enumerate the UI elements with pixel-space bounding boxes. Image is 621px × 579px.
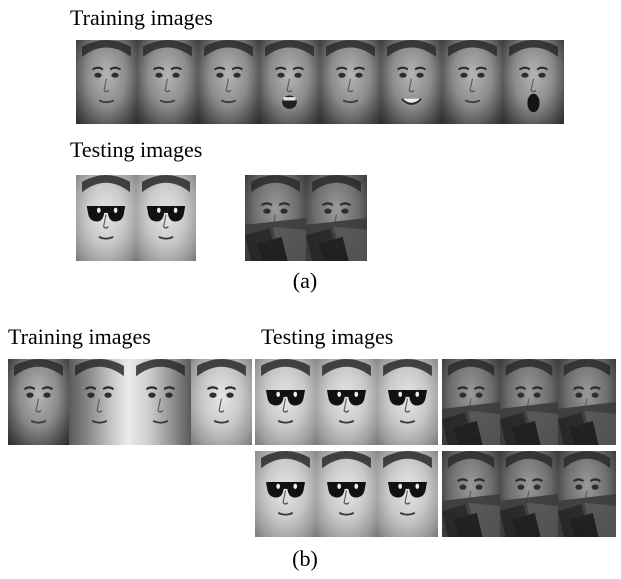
- panel-b-testing-scarf-row1: [442, 359, 616, 445]
- panel-b-testing-scarf-row2-image-2: [500, 451, 558, 537]
- panel-b-training-face-image-4: [191, 359, 252, 445]
- panel-b-testing-sunglasses-row1-image-3: [377, 359, 438, 445]
- panel-b-testing-sunglasses-row2-image-3: [377, 451, 438, 537]
- panel-a-testing-sunglasses-strip: [76, 175, 196, 261]
- panel-b-testing-sunglasses-row1-image-2: [316, 359, 377, 445]
- panel-a-training-face-image-5: [320, 40, 381, 124]
- panel-b-training-face-image-3: [130, 359, 191, 445]
- panel-b-testing-scarf-row1-image-2: [500, 359, 558, 445]
- panel-b-testing-scarf-row2-image-3: [558, 451, 616, 537]
- panel-a-testing-sunglasses-image-1: [76, 175, 136, 261]
- panel-a-training-face-image-8: [503, 40, 564, 124]
- panel-b-testing-label: Testing images: [261, 324, 394, 349]
- panel-b-training-face-image-1: [8, 359, 69, 445]
- panel-a-training-face-image-6: [381, 40, 442, 124]
- panel-a-training-label: Training images: [70, 5, 213, 30]
- panel-a-training-face-image-1: [76, 40, 137, 124]
- panel-b-testing-sunglasses-row2: [255, 451, 438, 537]
- panel-a-testing-scarf-image-1: [245, 175, 306, 261]
- panel-a-training-face-image-4: [259, 40, 320, 124]
- panel-b-testing-scarf-row2: [442, 451, 616, 537]
- panel-a-training-face-image-2: [137, 40, 198, 124]
- panel-a-testing-scarf-image-2: [306, 175, 367, 261]
- panel-a-caption: (a): [292, 268, 318, 293]
- panel-b-testing-sunglasses-row2-image-2: [316, 451, 377, 537]
- panel-a-testing-sunglasses-image-2: [136, 175, 196, 261]
- panel-a-testing-scarf-strip: [245, 175, 367, 261]
- panel-b-testing-scarf-row2-image-1: [442, 451, 500, 537]
- panel-b-training-face-image-2: [69, 359, 130, 445]
- panel-a-training-face-image-3: [198, 40, 259, 124]
- panel-b-testing-scarf-row1-image-3: [558, 359, 616, 445]
- panel-b-testing-scarf-row1-image-1: [442, 359, 500, 445]
- panel-b-caption: (b): [292, 546, 318, 571]
- panel-a-training-strip: [76, 40, 564, 124]
- panel-a-testing-label: Testing images: [70, 137, 203, 162]
- panel-b-training-label: Training images: [8, 324, 151, 349]
- panel-b-testing-sunglasses-row2-image-1: [255, 451, 316, 537]
- panel-a-training-face-image-7: [442, 40, 503, 124]
- panel-b-testing-sunglasses-row1: [255, 359, 438, 445]
- panel-b-training-strip: [8, 359, 252, 445]
- panel-b-testing-sunglasses-row1-image-1: [255, 359, 316, 445]
